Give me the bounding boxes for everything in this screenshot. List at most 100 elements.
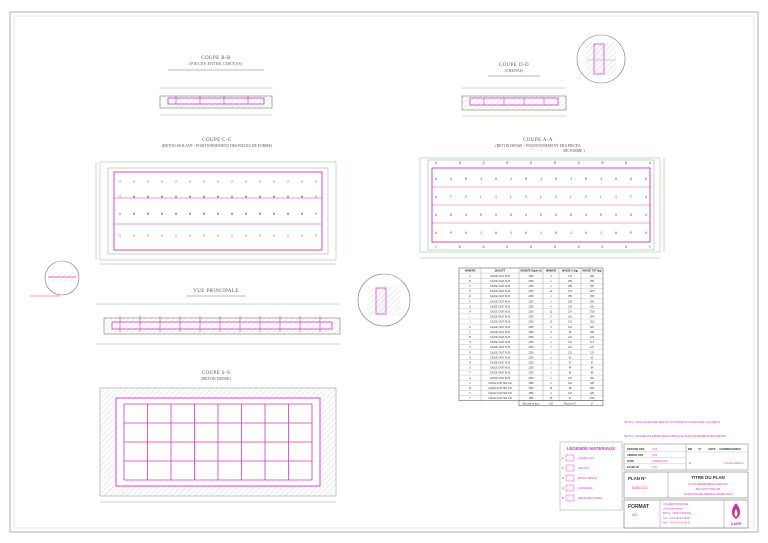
legend-swatch <box>565 474 575 482</box>
cc-cell: Y <box>161 180 163 184</box>
aa-cell: K <box>540 213 543 217</box>
sheet-inner-border <box>13 15 755 529</box>
rev-header: N° <box>699 447 702 451</box>
cc-cell: W <box>217 212 220 216</box>
table-cell: CALDE CAST M 26 <box>490 331 511 334</box>
aa-cell: H <box>555 231 557 235</box>
table-header-cell: MASSE TOT (kg) <box>583 270 602 273</box>
table-cell: CALDE CAST M 26 <box>490 300 511 303</box>
table-cell: CALDE CAST M 26 <box>490 305 511 308</box>
table-cell: 24 <box>550 388 553 390</box>
aa-bottom-cell: D <box>578 245 580 249</box>
cc-cell: W <box>189 195 192 199</box>
legend-label: ISOLANT <box>578 466 590 470</box>
table-cell: J <box>469 322 470 324</box>
aa-cell: A <box>435 213 437 217</box>
table-cell: 6 <box>550 327 552 329</box>
cc-cell: Y <box>315 180 317 184</box>
cc-cell: W <box>147 195 150 199</box>
cc-cell: W <box>245 195 248 199</box>
table-cell: V <box>469 383 471 385</box>
table-cell: N <box>469 342 471 344</box>
cc-cell: Y <box>273 234 275 238</box>
legend-label: ANCRAGES <box>578 486 593 490</box>
table-cell: 124 <box>568 312 573 314</box>
aa-cell: J <box>600 231 602 235</box>
table-cell: 695 <box>590 276 595 278</box>
aa-cell: T <box>630 195 632 199</box>
detail-circle-dd <box>576 34 626 84</box>
legend-label: BETON DENSE <box>578 476 597 480</box>
table-cell: 255 <box>590 286 595 288</box>
aa-cell: Q <box>450 177 452 181</box>
aa-cell: H <box>585 177 587 181</box>
cc-cell: Y <box>161 234 163 238</box>
aa-cell: K <box>510 213 513 217</box>
aa-cell: T <box>450 195 452 199</box>
table-cell: 6 <box>550 306 552 308</box>
aa-cell: J <box>510 177 512 181</box>
table-cell: CALDE CAST M 26 <box>490 275 511 278</box>
aa-cell: H <box>465 177 467 181</box>
cc-cell: W <box>217 195 220 199</box>
note-1: NOTA 1 : LES ANCRAGES SERONT FOURNIS ET … <box>624 420 720 424</box>
company-line: Tél : +33 4 00 00 00 00 <box>663 516 690 520</box>
table-cell: 136 <box>568 306 573 308</box>
cc-cell: Y <box>119 195 121 199</box>
aa-cell: G <box>615 213 617 217</box>
table-cell: CALDE CAST MW 130 <box>488 387 512 390</box>
legend-swatch <box>565 484 575 492</box>
section-cc-subtitle: (BETON ISOLANT - POSITIONNEMENT DES PIEC… <box>162 144 273 148</box>
table-cell: 2250 <box>528 276 534 278</box>
table-cell: 12 <box>550 291 553 293</box>
aa-cell: L <box>510 195 512 199</box>
table-cell: CALDE CAST M 26 <box>490 367 511 370</box>
table-cell: 2250 <box>528 373 534 375</box>
aa-cell: A <box>435 195 437 199</box>
table-cell: 124 <box>590 347 595 349</box>
cc-cell: Y <box>315 234 317 238</box>
cc-cell: W <box>161 195 164 199</box>
title-line-2: BLOCS TYPE A/B <box>696 487 720 491</box>
aa-cell: U <box>645 177 647 181</box>
table-cell: P <box>469 352 471 354</box>
cc-cell: Y <box>147 180 149 184</box>
table-cell: 2250 <box>528 317 534 319</box>
table-cell: 107 <box>568 393 573 395</box>
legend-number: 3 <box>562 476 564 480</box>
company-line: Fax : +33 4 00 00 00 01 <box>663 520 691 524</box>
table-cell: CALDE CAST MW 130 <box>488 382 512 385</box>
plan-label: PLAN N° <box>628 476 646 481</box>
table-cell: 1850 <box>528 388 534 390</box>
note-2: NOTA 2 : ELEMENTS FIBRES BRAI APPLIQUE S… <box>624 434 726 438</box>
cc-cell: W <box>133 212 136 216</box>
cc-cell: Y <box>217 234 219 238</box>
table-cell: 122 <box>568 337 573 339</box>
cc-cell: Y <box>287 234 289 238</box>
cc-cell: Y <box>189 180 191 184</box>
table-cell: K <box>469 327 471 329</box>
aa-cell: H <box>525 177 527 181</box>
table-cell: U <box>469 378 471 380</box>
rev-header: DATE <box>709 447 716 451</box>
table-cell: D <box>469 291 471 293</box>
table-cell: 122 <box>590 337 595 339</box>
table-cell: 4 <box>550 332 552 334</box>
cc-cell: W <box>175 212 178 216</box>
table-cell: 94 <box>591 368 594 370</box>
table-header-cell: DENSITE (kg/m^3) <box>521 270 542 273</box>
company-logo: CARP <box>731 503 742 526</box>
aa-top-cell: B <box>554 161 556 165</box>
table-cell: B <box>469 281 471 283</box>
cc-cell: Y <box>133 234 135 238</box>
legend-swatch <box>565 454 575 462</box>
aa-cell: I <box>495 195 497 199</box>
table-cell: 1 <box>550 363 552 365</box>
aa-cell: G <box>495 213 497 217</box>
table-cell: M <box>469 337 471 339</box>
format-value: A3 <box>632 512 638 517</box>
aa-top-cell: A <box>435 161 437 165</box>
table-cell: 2250 <box>528 347 534 349</box>
table-cell: 2250 <box>528 357 534 359</box>
table-cell: W <box>469 388 472 390</box>
